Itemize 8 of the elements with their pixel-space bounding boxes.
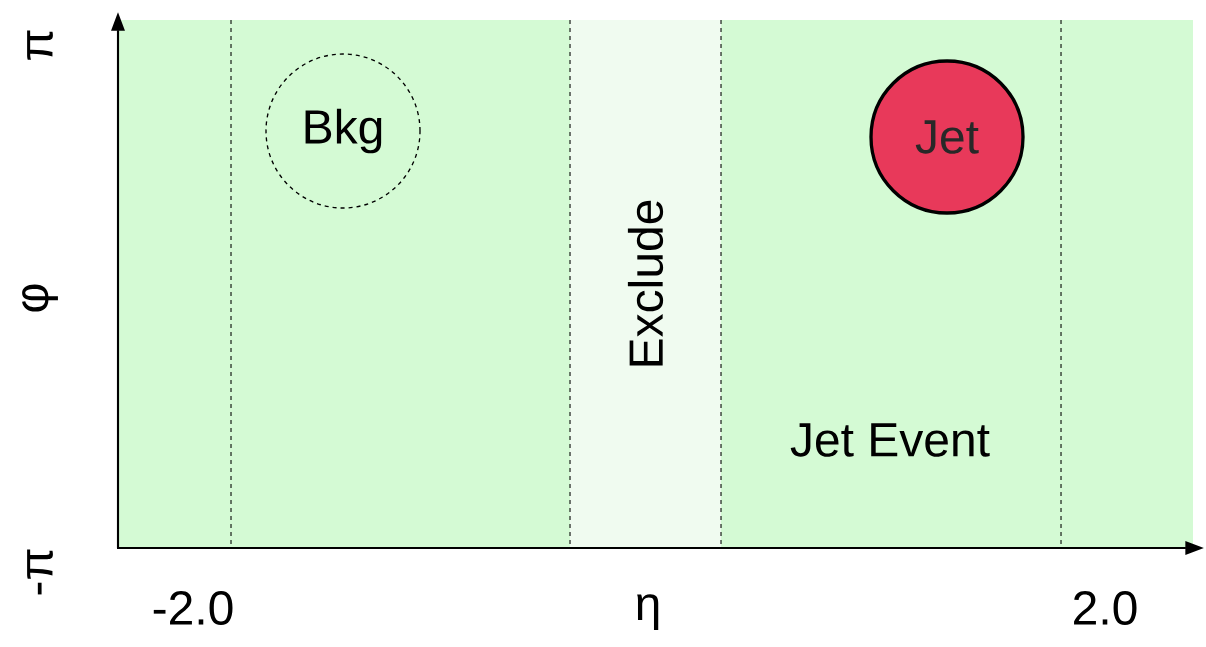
axis-tick-label: 2.0: [1074, 591, 1137, 625]
region-label: Jet Event: [790, 423, 990, 457]
axis-tick-label: π: [27, 30, 53, 60]
axis-tick-label: -π: [27, 549, 53, 595]
excluded-band: Exclude: [570, 20, 721, 548]
axis-title: φ: [22, 284, 58, 312]
axis-title: η: [637, 594, 659, 630]
axis-tick-label: -2.0: [153, 591, 233, 625]
